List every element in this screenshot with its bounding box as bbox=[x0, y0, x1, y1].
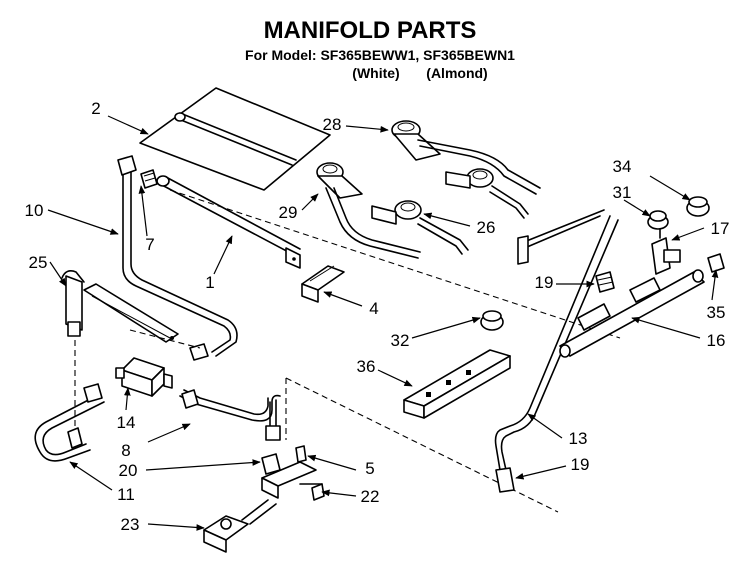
valve-17-part bbox=[651, 221, 681, 275]
valve-tube-part bbox=[179, 389, 281, 441]
callout-32: 32 bbox=[391, 331, 410, 350]
callout-22: 22 bbox=[361, 487, 380, 506]
knob-31-part bbox=[647, 210, 669, 230]
burner-right-part bbox=[371, 200, 469, 255]
callout-10: 10 bbox=[25, 201, 44, 220]
regulator-part bbox=[115, 357, 173, 397]
callout-31: 31 bbox=[613, 183, 632, 202]
fitting-19-part bbox=[595, 271, 615, 293]
callout-4: 4 bbox=[369, 299, 378, 318]
callout-26: 26 bbox=[477, 218, 496, 237]
orifice-fitting-part bbox=[140, 169, 158, 189]
callout-2: 2 bbox=[91, 99, 100, 118]
diagram-header: MANIFOLD PARTS For Model: SF365BEWW1, SF… bbox=[245, 17, 515, 81]
color-white-label: (White) bbox=[352, 65, 399, 81]
supply-tube-left-part bbox=[117, 155, 238, 361]
support-bracket-part bbox=[403, 349, 511, 419]
callout-8: 8 bbox=[121, 441, 130, 460]
callout-1: 1 bbox=[205, 273, 214, 292]
callout-leaders bbox=[47, 115, 719, 531]
manifold-pipe-part bbox=[156, 175, 301, 269]
pilot-clip-part bbox=[61, 270, 179, 343]
callout-25: 25 bbox=[29, 253, 48, 272]
fitting-35-part bbox=[707, 253, 725, 273]
burner-rear-right-part bbox=[445, 168, 529, 219]
burner-rear-part bbox=[391, 120, 541, 195]
callout-23: 23 bbox=[121, 515, 140, 534]
model-line: For Model: SF365BEWW1, SF365BEWN1 bbox=[245, 47, 515, 63]
callout-16: 16 bbox=[707, 331, 726, 350]
knob-32-part bbox=[480, 310, 504, 331]
valve-assembly-part bbox=[203, 445, 325, 553]
burner-left-part bbox=[316, 162, 421, 259]
callout-11: 11 bbox=[117, 485, 135, 504]
callout-7: 7 bbox=[145, 235, 154, 254]
callout-5: 5 bbox=[365, 459, 374, 478]
callout-35: 35 bbox=[707, 303, 726, 322]
diagram-title: MANIFOLD PARTS bbox=[264, 17, 477, 44]
callout-19-lower: 19 bbox=[571, 455, 590, 474]
supply-tube-right-part bbox=[494, 209, 619, 493]
callout-36: 36 bbox=[357, 357, 376, 376]
callout-29: 29 bbox=[279, 203, 298, 222]
callout-13: 13 bbox=[569, 429, 588, 448]
callout-20: 20 bbox=[119, 461, 138, 480]
callout-14: 14 bbox=[117, 413, 136, 432]
manifold-bar-part bbox=[559, 269, 705, 358]
bracket-part bbox=[301, 265, 345, 303]
callout-numbers: 2 28 29 26 10 7 1 25 4 32 36 34 31 17 19… bbox=[25, 99, 730, 534]
color-almond-label: (Almond) bbox=[426, 65, 487, 81]
heat-shield-part bbox=[139, 87, 331, 191]
callout-28: 28 bbox=[323, 115, 342, 134]
callout-19-upper: 19 bbox=[535, 273, 554, 292]
callout-34: 34 bbox=[613, 157, 632, 176]
knob-34-part bbox=[686, 196, 710, 217]
supply-tube-lower-part bbox=[34, 340, 105, 462]
callout-17: 17 bbox=[711, 219, 730, 238]
